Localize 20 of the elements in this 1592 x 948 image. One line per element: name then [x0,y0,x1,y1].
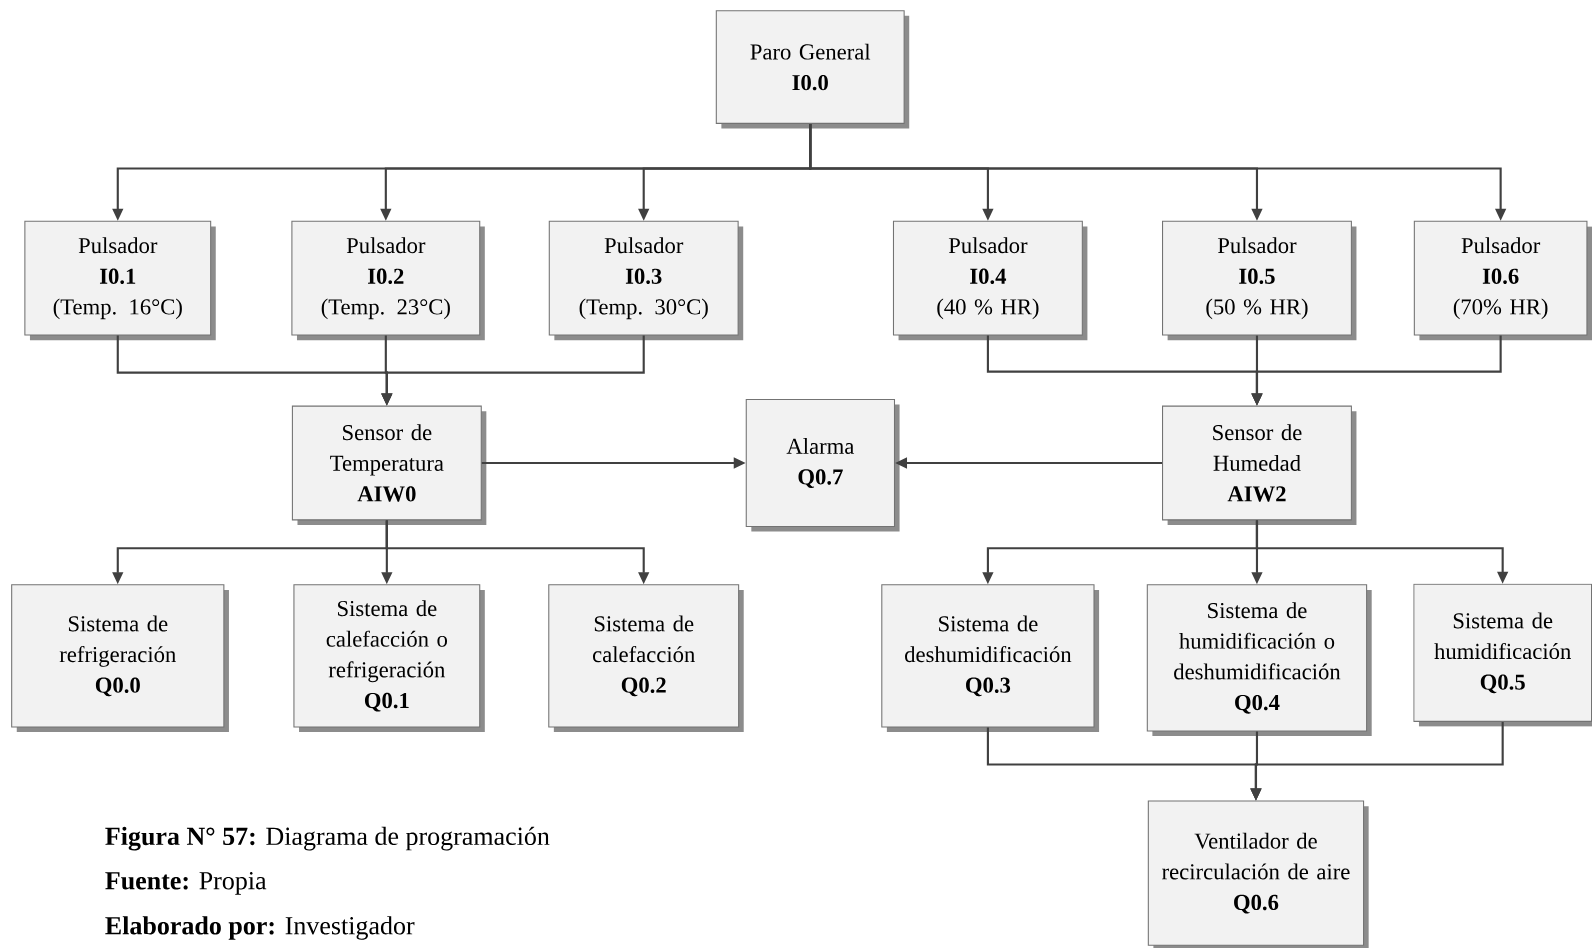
process-box: Pulsador I0.6 (70% HR) [1413,220,1592,340]
process-box: Pulsador I0.1 (Temp. 16°C) [24,220,216,340]
caption-line: Figura N° 57: Diagrama de programación [105,826,550,851]
process-box: Paro General I0.0 [715,10,910,129]
process-box: Alarma Q0.7 [745,398,900,532]
process-box: Sistema de calefacción Q0.2 [548,584,744,732]
process-box: Pulsador I0.5 (50 % HR) [1162,220,1357,340]
process-box: Pulsador I0.2 (Temp. 23°C) [291,220,485,340]
process-box: Sistema de refrigeración Q0.0 [11,584,229,732]
process-box: Sistema de humidificación o deshumidificación Q0.4 [1146,584,1372,736]
process-box: Pulsador I0.3 (Temp. 30°C) [548,220,744,340]
process-box: Sensor de Temperatura AIW0 [291,405,487,525]
process-box: Sistema de deshumidificación Q0.3 [881,584,1100,732]
process-box: Sistema de calefacción o refrigeración Q0.1 [293,584,485,732]
process-box: Sistema de humidificación Q0.5 [1413,583,1592,727]
process-box: Pulsador I0.4 (40 % HR) [892,220,1088,340]
caption-line: Elaborado por: Investigador [105,916,415,940]
caption-line: Fuente: Propia [105,871,267,895]
process-box: Ventilador de recirculación de aire Q0.6 [1147,800,1369,948]
process-box: Sensor de Humedad AIW2 [1162,405,1357,525]
